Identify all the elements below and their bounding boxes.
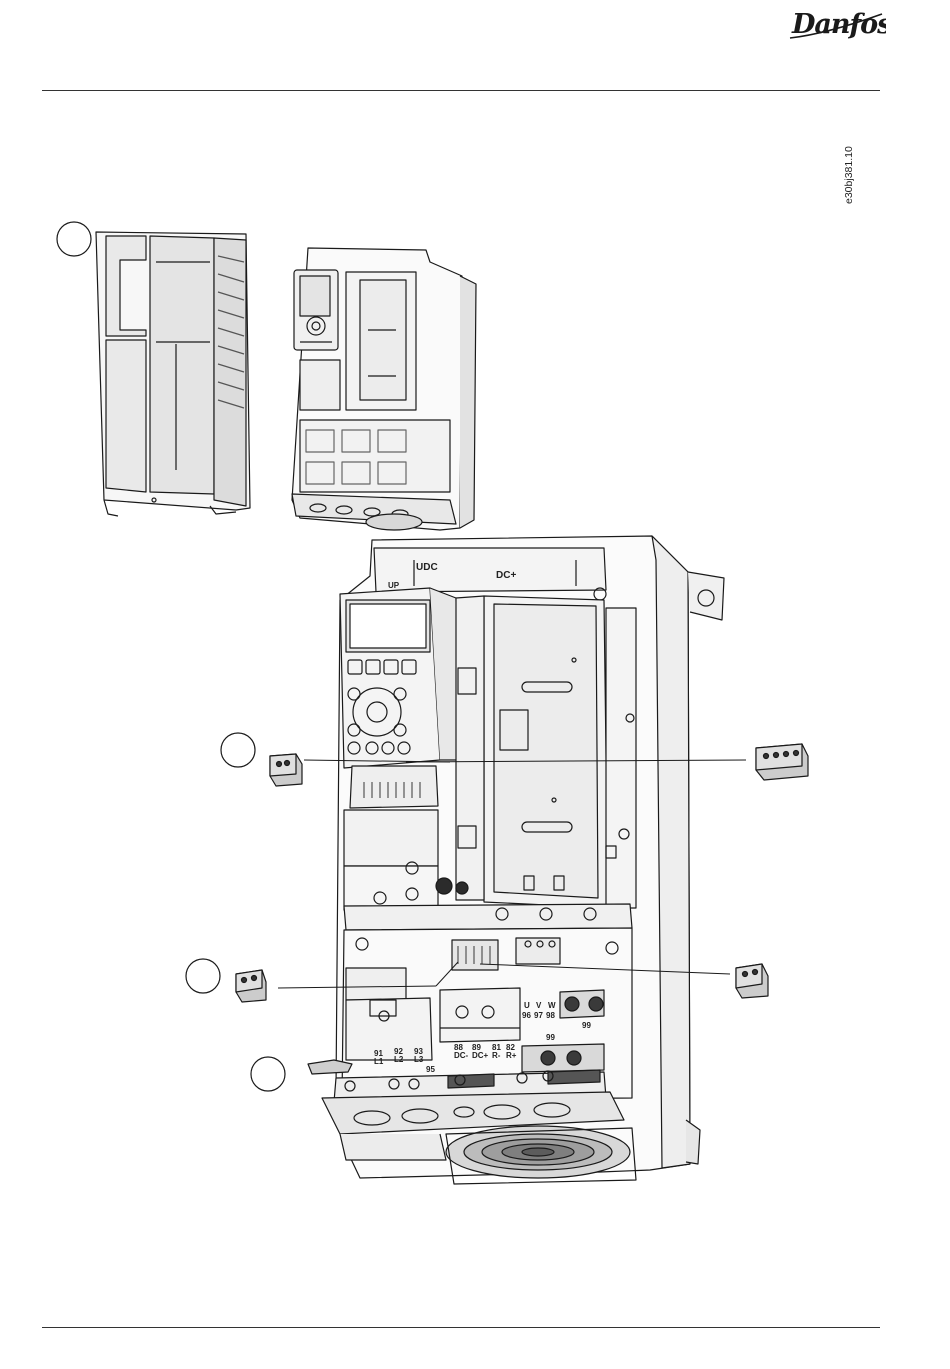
callout-circle-1 [57, 222, 91, 256]
label-99-lower: 99 [546, 1033, 555, 1042]
label-96: 96 [522, 1011, 531, 1020]
connector-right-upper [756, 744, 808, 780]
label-up: UP [388, 581, 400, 590]
connector-left-upper [270, 754, 302, 786]
callout-circle-4 [251, 1057, 285, 1091]
label-l2: L2 [394, 1055, 404, 1064]
label-r-plus: R+ [506, 1051, 517, 1060]
label-l3: L3 [414, 1055, 424, 1064]
connector-right-lower [736, 964, 768, 998]
label-97: 97 [534, 1011, 543, 1020]
connector-left-lower [236, 970, 266, 1002]
label-r-minus: R- [492, 1051, 501, 1060]
label-w: W [548, 1001, 556, 1010]
label-98: 98 [546, 1011, 555, 1020]
footer-rule [42, 1327, 880, 1328]
label-dc-minus: DC- [454, 1051, 469, 1060]
label-dc-plus: DC+ [496, 570, 516, 581]
label-v: V [536, 1001, 542, 1010]
label-udc: UDC [416, 562, 438, 573]
drive-small [292, 248, 476, 530]
callout-circle-2 [221, 733, 255, 767]
label-l1: L1 [374, 1057, 384, 1066]
label-95: 95 [426, 1065, 435, 1074]
label-99-upper: 99 [582, 1021, 591, 1030]
drive-large [308, 536, 724, 1184]
label-u: U [524, 1001, 530, 1010]
callout-circle-3 [186, 959, 220, 993]
front-cover [96, 232, 250, 516]
label-dc-plus-lower: DC+ [472, 1051, 489, 1060]
